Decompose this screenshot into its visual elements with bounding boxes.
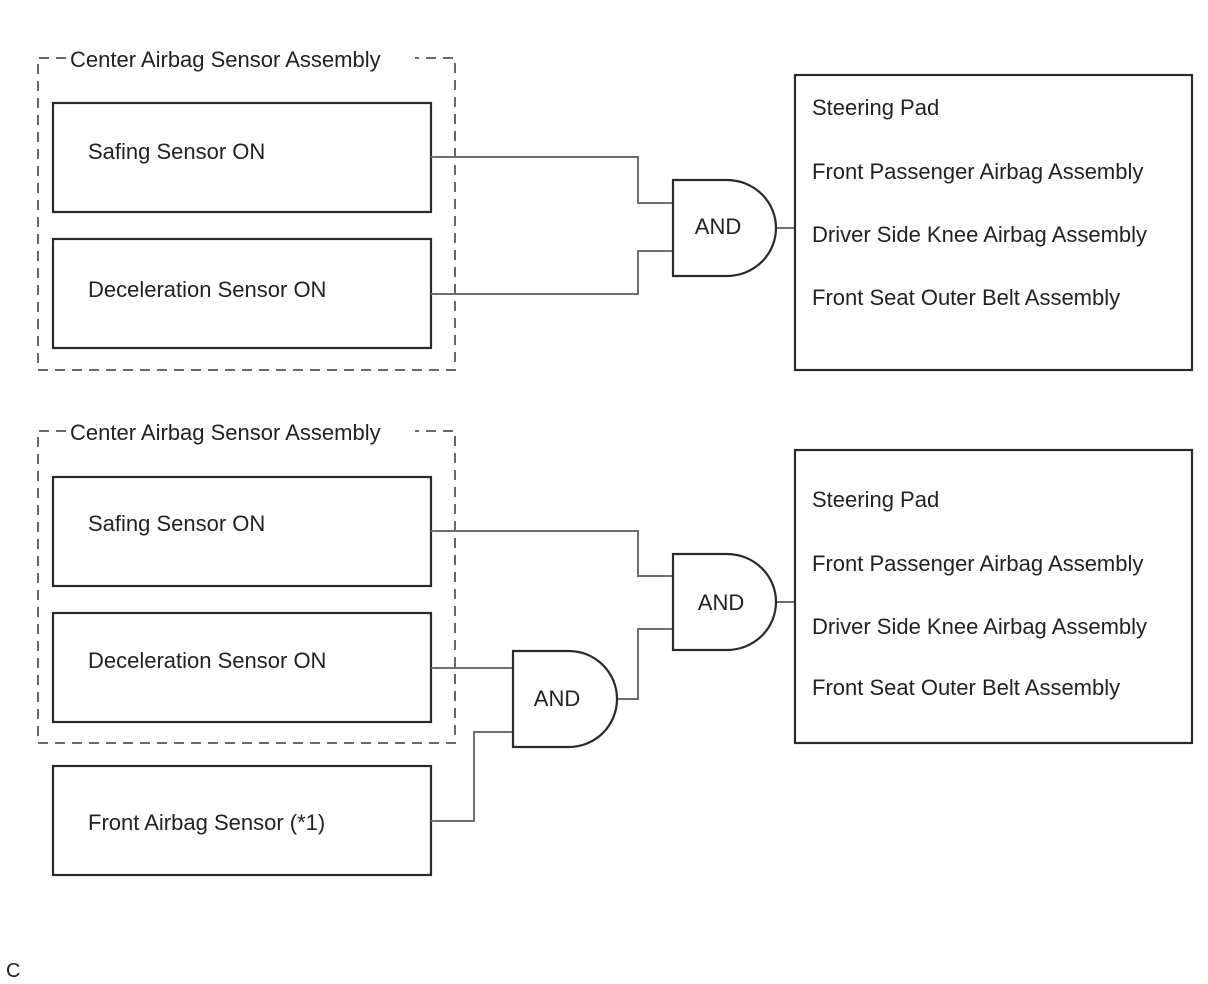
top-deceleration-sensor-label: Deceleration Sensor ON bbox=[88, 277, 326, 302]
top-deceleration-wire bbox=[431, 250, 673, 295]
bottom-sensor-assembly-border bbox=[37, 430, 456, 744]
inner-gate-output-wire bbox=[617, 628, 673, 700]
bottom-output-front-passenger-airbag: Front Passenger Airbag Assembly bbox=[812, 551, 1143, 576]
top-output-front-passenger-airbag: Front Passenger Airbag Assembly bbox=[812, 159, 1143, 184]
top-deceleration-sensor-box bbox=[51, 237, 433, 350]
bottom-output-front-seat-belt: Front Seat Outer Belt Assembly bbox=[812, 675, 1120, 700]
bottom-safing-sensor-label: Safing Sensor ON bbox=[88, 511, 265, 536]
inner-and-gate bbox=[511, 649, 619, 749]
top-output-driver-knee-airbag: Driver Side Knee Airbag Assembly bbox=[812, 222, 1147, 247]
bottom-safing-sensor-box bbox=[51, 475, 433, 588]
bottom-deceleration-sensor-box bbox=[51, 611, 433, 724]
top-sensor-assembly-border bbox=[37, 57, 456, 371]
front-airbag-sensor-box bbox=[51, 764, 433, 877]
top-safing-sensor-box bbox=[51, 101, 433, 214]
top-safing-wire bbox=[431, 156, 673, 204]
bottom-output-driver-knee-airbag: Driver Side Knee Airbag Assembly bbox=[812, 614, 1147, 639]
top-output-box bbox=[793, 73, 1194, 372]
bottom-sensor-assembly-label: Center Airbag Sensor Assembly bbox=[70, 420, 381, 445]
front-airbag-sensor-label: Front Airbag Sensor (*1) bbox=[88, 810, 325, 835]
bottom-output-box bbox=[793, 448, 1194, 745]
bottom-and-gate-label: AND bbox=[698, 590, 744, 615]
top-sensor-assembly-label: Center Airbag Sensor Assembly bbox=[70, 47, 381, 72]
front-airbag-sensor-wire bbox=[431, 731, 513, 822]
top-output-front-seat-belt: Front Seat Outer Belt Assembly bbox=[812, 285, 1120, 310]
top-safing-sensor-label: Safing Sensor ON bbox=[88, 139, 265, 164]
inner-and-gate-label: AND bbox=[534, 686, 580, 711]
top-diagram: Center Airbag Sensor Assembly Safing Sen… bbox=[37, 47, 1194, 372]
top-and-gate-label: AND bbox=[695, 214, 741, 239]
figure-corner-letter: C bbox=[6, 960, 20, 982]
top-and-gate bbox=[671, 178, 778, 278]
bottom-and-gate bbox=[671, 552, 778, 652]
bottom-output-steering-pad: Steering Pad bbox=[812, 487, 939, 512]
top-output-steering-pad: Steering Pad bbox=[812, 95, 939, 120]
bottom-deceleration-sensor-label: Deceleration Sensor ON bbox=[88, 648, 326, 673]
bottom-safing-wire bbox=[431, 530, 673, 577]
bottom-diagram: Center Airbag Sensor Assembly Safing Sen… bbox=[37, 420, 1194, 877]
